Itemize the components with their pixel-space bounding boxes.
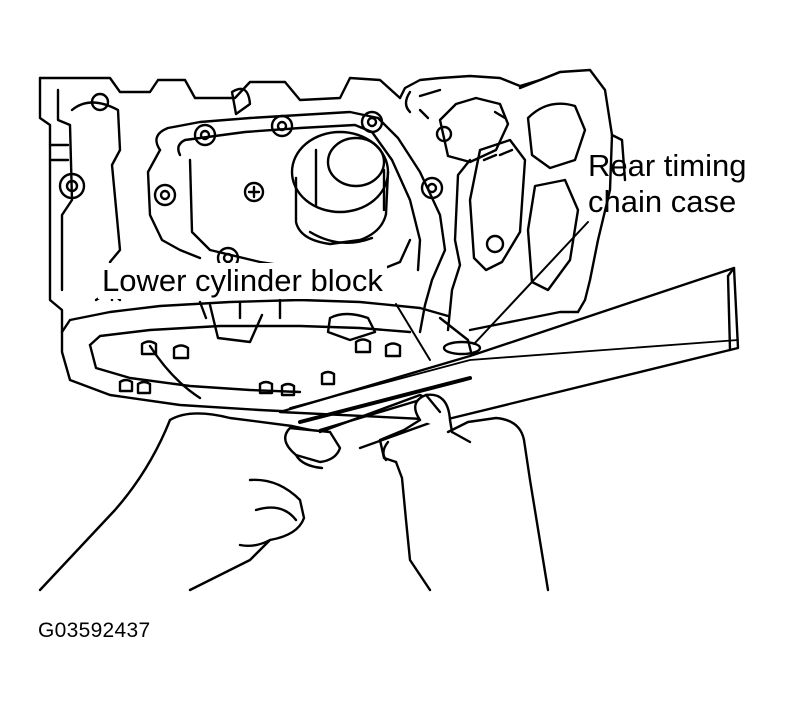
leader-lower-cylinder-block (395, 303, 431, 361)
right-hand (378, 393, 550, 592)
rear-timing-chain-case-line1: Rear timing (588, 148, 747, 183)
block-right-ribs (404, 70, 587, 332)
left-hand (38, 393, 442, 592)
bolt-row (118, 338, 402, 397)
figure-code: G03592437 (38, 619, 151, 642)
rear-timing-chain-case-line2: chain case (588, 183, 737, 219)
rear-timing-chain-case-label: Rear timing chain case (588, 148, 747, 219)
lower-cylinder-block (60, 298, 580, 400)
leader-rear-timing-chain-case (473, 221, 589, 345)
crankshaft-boss (290, 130, 390, 246)
lower-cylinder-block-label: Lower cylinder block (98, 263, 387, 299)
